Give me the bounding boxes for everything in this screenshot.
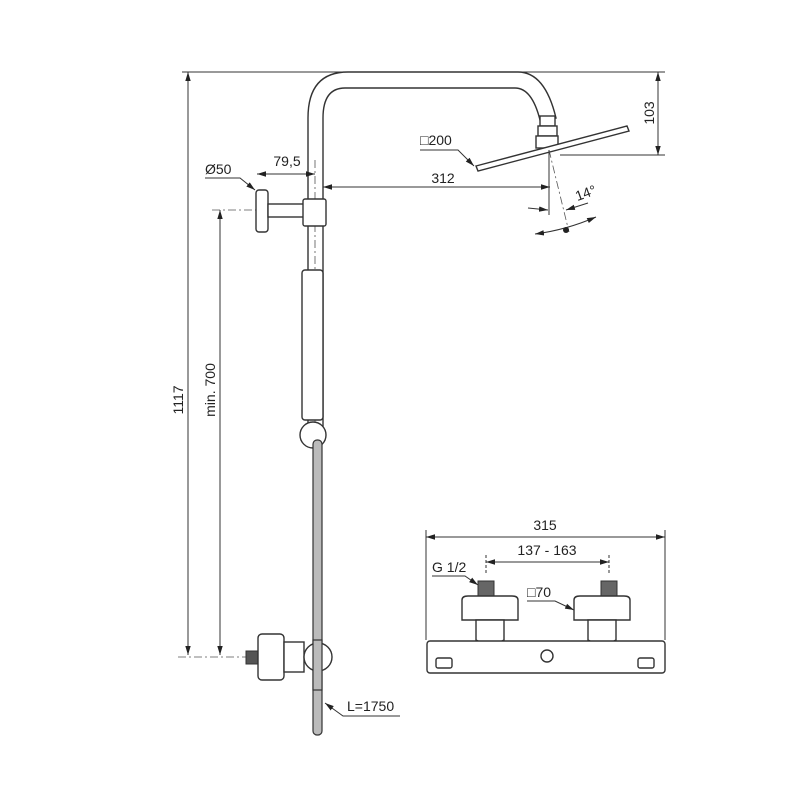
mixer-width-label: 315 [533,517,557,533]
dimension-hose-length: L=1750 [324,698,400,717]
min-height-label: min. 700 [202,363,218,417]
wall-bracket [255,189,327,233]
extension-lines [182,71,665,156]
dimension-head-size: □200 [420,132,475,167]
wall-outlet [245,633,333,691]
thermostatic-mixer: 315 137 - 163 G 1/2 □70 [425,517,666,674]
total-height-label: 1117 [170,385,186,414]
arm-reach-label: 312 [431,170,455,186]
dimension-arm-reach: 312 [323,170,550,190]
dimension-total-height: 1117 [170,72,191,655]
dimension-head-drop: 103 [641,72,661,155]
inlet-spacing-label: 137 - 163 [517,542,576,558]
shower-riser [299,71,557,736]
shower-hose [312,439,323,736]
nut-size-label: □70 [527,584,551,600]
head-size-label: □200 [420,132,452,148]
wall-offset-label: 79,5 [273,153,300,169]
dimension-wall-offset: 79,5 [257,153,315,177]
hand-shower [301,269,324,421]
dimension-min-height: min. 700 [202,210,223,655]
head-drop-label: 103 [641,101,657,125]
dimension-tilt: 14° [527,182,598,236]
hose-length-label: L=1750 [347,698,394,714]
tilt-angle-label: 14° [573,182,598,204]
flange-diameter-label: Ø50 [205,161,232,177]
thread-label: G 1/2 [432,559,466,575]
shower-head [475,115,630,233]
dimension-flange: Ø50 [205,161,256,191]
